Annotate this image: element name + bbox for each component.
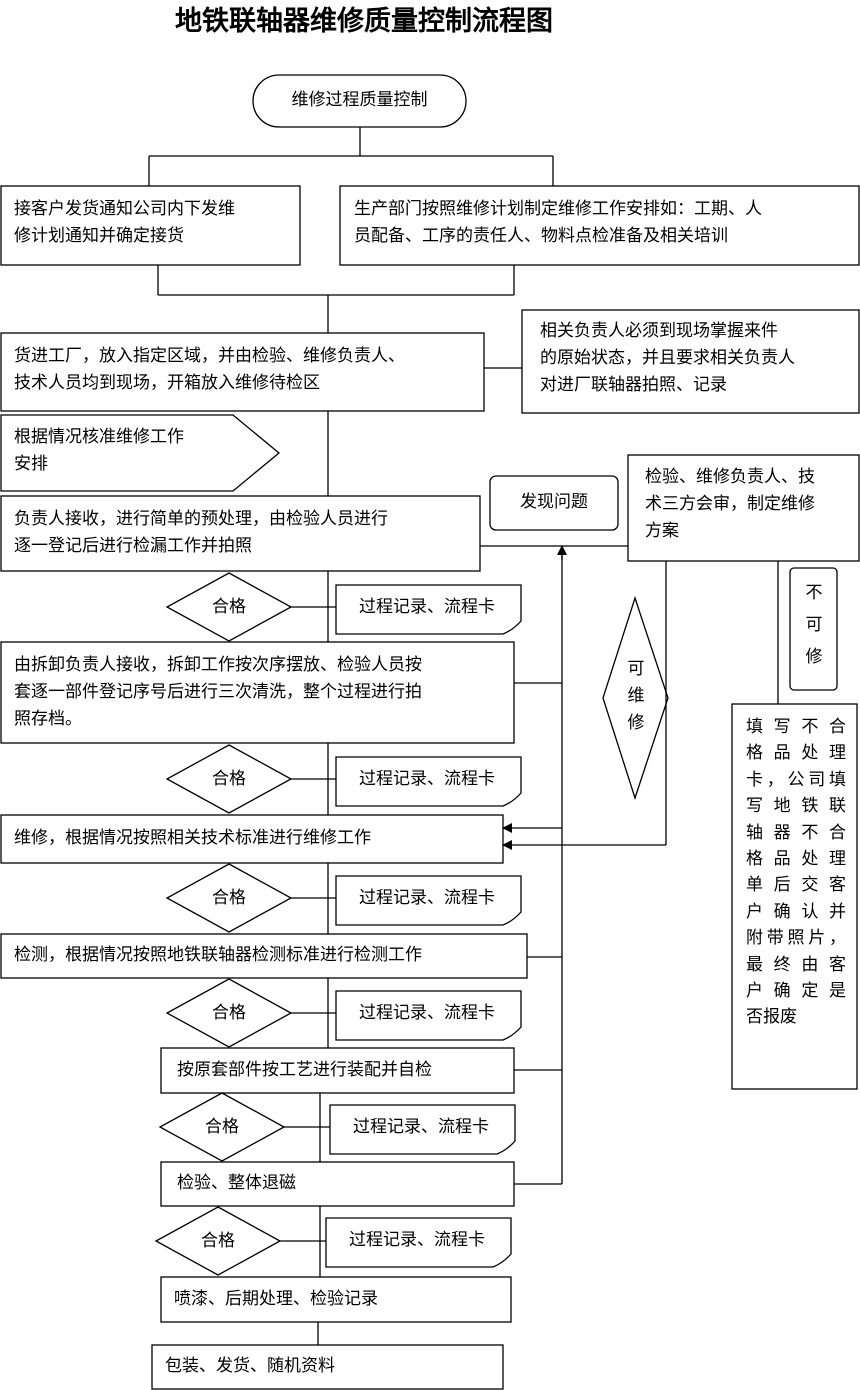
plan-box-text: 生产部门按照维修计划制定维修工作安排如：工期、人 员配备、工序的责任人、物料点检… <box>354 199 762 246</box>
reject-line: 格品处理 <box>746 743 846 764</box>
pretreat-box-text: 负责人接收，进行简单的预处理，由检验人员进行 逐一登记后进行检漏工作并拍照 <box>14 509 388 556</box>
reject-line: 轴器不合 <box>746 822 846 843</box>
reject-line: 卡，公司填 <box>746 769 846 790</box>
inspect-box-text: 检测，根据情况按照地铁联轴器检测标准进行检测工作 <box>14 945 422 965</box>
record-label-5: 过程记录、流程卡 <box>353 1117 489 1137</box>
paint-box-text: 喷漆、后期处理、检验记录 <box>174 1289 378 1309</box>
ship-box-text: 包装、发货、随机资料 <box>165 1356 335 1376</box>
pass-label-2: 合格 <box>212 769 246 789</box>
tripartite-box-shape <box>627 454 860 562</box>
receive-box-shape <box>0 332 485 412</box>
not-repairable-box-shape <box>789 567 838 691</box>
photo-note-box-text: 相关负责人必须到现场掌握来件 的原始状态，并且要求相关负责人 对进厂联轴器拍照、… <box>540 321 795 395</box>
notify-box-shape <box>0 185 301 266</box>
reject-line: 单后交客 <box>746 875 846 896</box>
pass-diamond-5-shape <box>158 1092 286 1162</box>
assemble-box-shape <box>160 1047 515 1094</box>
repairable-diamond-shape <box>602 595 669 801</box>
pass-diamond-6-shape <box>154 1206 282 1276</box>
pass-diamond-2-shape <box>165 744 293 814</box>
pass-label-5: 合格 <box>205 1117 239 1137</box>
start-terminator-shape <box>252 74 467 128</box>
start-terminator-label: 维修过程质量控制 <box>291 90 428 110</box>
assemble-box-text: 按原套部件按工艺进行装配并自检 <box>177 1060 432 1080</box>
reject-line: 格品处理 <box>746 849 846 870</box>
disassemble-box-shape <box>0 641 515 744</box>
reject-box-text: 填写不合 格品处理 卡，公司填 写地铁联 轴器不合 格品处理 单后交客 户确认并… <box>746 714 846 1031</box>
reject-line: 填写不合 <box>746 717 846 737</box>
connector-lines <box>148 127 779 1345</box>
tripartite-box-text: 检验、维修负责人、技 术三方会审，制定维修 方案 <box>645 467 815 541</box>
demagnetize-box-shape <box>160 1161 515 1207</box>
plan-box-shape <box>339 185 860 266</box>
pass-label-4: 合格 <box>212 1003 246 1023</box>
reject-line: 写地铁联 <box>746 796 846 817</box>
reject-line: 户确定是 <box>746 981 846 1002</box>
notify-box-text: 接客户发货通知公司内下发维 修计划通知并确定接货 <box>14 199 235 246</box>
review-box-text: 根据情况核准维修工作 安排 <box>14 427 184 474</box>
record-card-shapes <box>325 584 522 1268</box>
record-label-1: 过程记录、流程卡 <box>359 597 495 617</box>
reject-line: 否报废 <box>746 1007 797 1028</box>
pass-label-3: 合格 <box>212 888 246 908</box>
paint-box-shape <box>160 1276 512 1323</box>
record-label-2: 过程记录、流程卡 <box>359 769 495 789</box>
reject-box-shape <box>731 703 858 1090</box>
reject-line: 最终由客 <box>746 954 846 975</box>
review-pentagon-shape <box>0 414 281 492</box>
repair-box-shape <box>0 814 504 864</box>
record-label-4: 过程记录、流程卡 <box>359 1003 495 1023</box>
pass-diamond-3-shape <box>165 863 293 933</box>
problem-box-text: 发现问题 <box>520 492 588 512</box>
record-label-6: 过程记录、流程卡 <box>349 1230 485 1250</box>
repairable-label: 可 维 修 <box>627 659 645 733</box>
ship-box-shape <box>151 1344 504 1390</box>
pass-diamond-1-shape <box>165 572 293 642</box>
pretreat-box-shape <box>0 495 481 572</box>
inspect-box-shape <box>0 933 528 979</box>
record-label-3: 过程记录、流程卡 <box>359 888 495 908</box>
reject-line: 户确认并 <box>746 901 846 922</box>
not-repairable-label: 不 可 修 <box>805 583 823 667</box>
demagnetize-box-text: 检验、整体退磁 <box>177 1173 296 1193</box>
pass-label-6: 合格 <box>201 1231 235 1251</box>
photo-note-box-shape <box>521 309 860 414</box>
receive-box-text: 货进工厂，放入指定区域，并由检验、维修负责人、 技术人员均到现场，开箱放入维修待… <box>14 346 405 393</box>
problem-box-shape <box>489 475 619 531</box>
pass-label-1: 合格 <box>212 597 246 617</box>
repair-box-text: 维修，根据情况按照相关技术标准进行维修工作 <box>14 828 371 848</box>
reject-line: 附带照片， <box>746 928 846 949</box>
page-title: 地铁联轴器维修质量控制流程图 <box>175 6 553 37</box>
pass-diamond-4-shape <box>165 978 293 1048</box>
disassemble-box-text: 由拆卸负责人接收，拆卸工作按次序摆放、检验人员按 套逐一部件登记序号后进行三次清… <box>14 655 422 729</box>
